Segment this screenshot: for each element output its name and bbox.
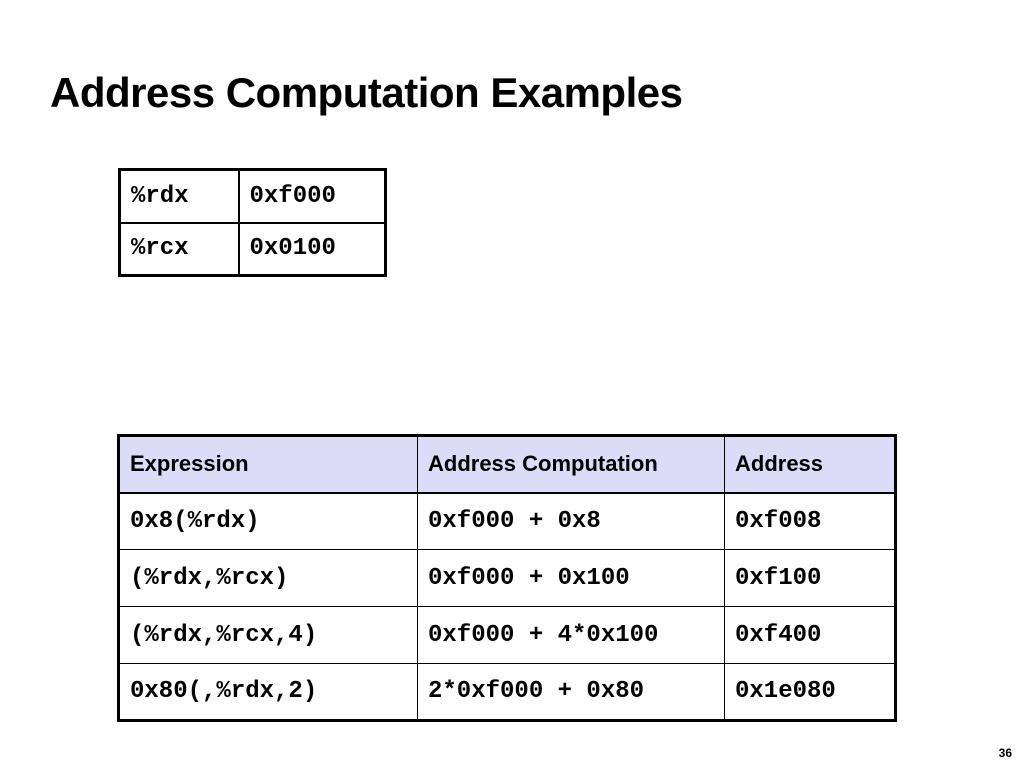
- register-name: %rcx: [118, 221, 240, 277]
- address-cell: 0xf400: [724, 606, 896, 664]
- register-name: %rdx: [118, 168, 240, 224]
- register-value: 0x0100: [237, 221, 387, 277]
- address-computation-table: Expression Address Computation Address 0…: [117, 434, 897, 722]
- register-row: %rdx 0xf000: [118, 168, 387, 224]
- computation-cell: 0xf000 + 4*0x100: [417, 606, 725, 664]
- expression-cell: 0x8(%rdx): [118, 492, 418, 550]
- header-expression: Expression: [118, 435, 418, 494]
- computation-cell: 0xf000 + 0x100: [417, 549, 725, 607]
- slide-title: Address Computation Examples: [50, 69, 683, 116]
- header-address-computation: Address Computation: [417, 435, 725, 494]
- register-row: %rcx 0x0100: [118, 221, 387, 277]
- expression-cell: (%rdx,%rcx,4): [118, 606, 418, 664]
- expression-cell: 0x80(,%rdx,2): [118, 663, 418, 721]
- address-cell: 0x1e080: [724, 663, 896, 721]
- register-table: %rdx 0xf000 %rcx 0x0100: [118, 168, 387, 277]
- table-row: 0x8(%rdx) 0xf000 + 0x8 0xf008: [118, 492, 896, 550]
- table-header-row: Expression Address Computation Address: [118, 435, 896, 494]
- address-cell: 0xf100: [724, 549, 896, 607]
- table-row: (%rdx,%rcx) 0xf000 + 0x100 0xf100: [118, 549, 896, 607]
- expression-cell: (%rdx,%rcx): [118, 549, 418, 607]
- page-number: 36: [998, 746, 1012, 760]
- table-row: 0x80(,%rdx,2) 2*0xf000 + 0x80 0x1e080: [118, 663, 896, 721]
- address-cell: 0xf008: [724, 492, 896, 550]
- computation-cell: 0xf000 + 0x8: [417, 492, 725, 550]
- header-address: Address: [724, 435, 896, 494]
- computation-cell: 2*0xf000 + 0x80: [417, 663, 725, 721]
- table-row: (%rdx,%rcx,4) 0xf000 + 4*0x100 0xf400: [118, 606, 896, 664]
- register-value: 0xf000: [237, 168, 387, 224]
